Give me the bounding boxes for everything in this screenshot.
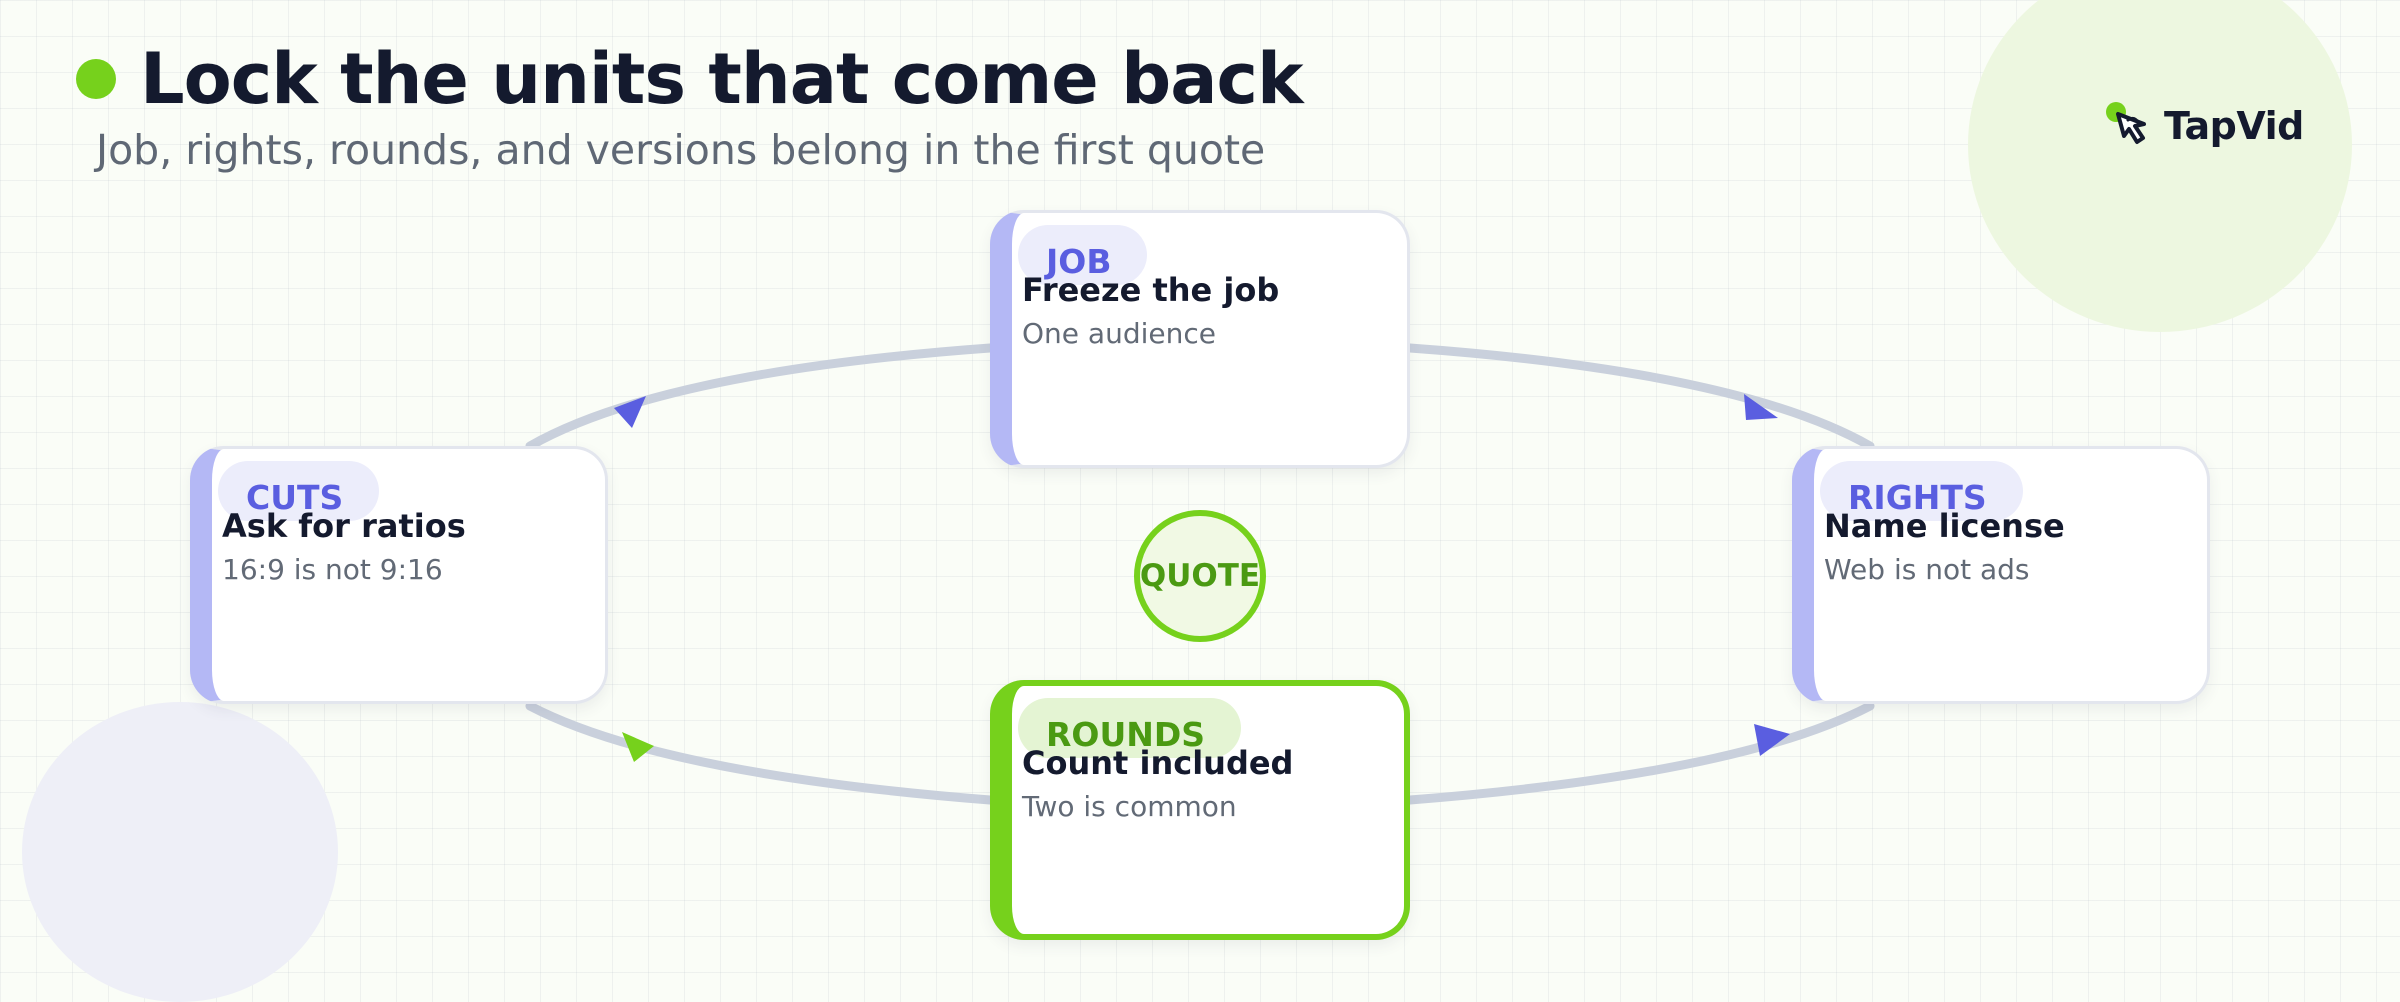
node-tag-rights: RIGHTS [1820, 461, 2023, 521]
node-tag-rounds: ROUNDS [1018, 698, 1242, 758]
background-circle-green [1968, 0, 2352, 332]
title-row: Lock the units that come back [76, 38, 1304, 120]
node-desc-cuts: 16:9 is not 9:16 [222, 553, 443, 586]
node-desc-rounds: Two is common [1022, 790, 1237, 823]
connector-cuts-job [525, 343, 995, 451]
arrow-into-job [614, 396, 646, 428]
background-circle-lilac [22, 702, 338, 1002]
connector-job-rights [1405, 343, 1875, 451]
logo-text: TapVid [2164, 104, 2304, 148]
hub-quote: QUOTE [1134, 510, 1266, 642]
node-desc-job: One audience [1022, 317, 1216, 350]
cycle-connectors [525, 343, 1875, 805]
page-subtitle: Job, rights, rounds, and versions belong… [96, 126, 1266, 174]
node-title-rights: Name license [1824, 507, 2065, 545]
arrow-into-rounds [1754, 724, 1790, 756]
node-card-rounds[interactable]: ROUNDS Count included Two is common [990, 680, 1410, 940]
node-card-job[interactable]: JOB Freeze the job One audience [990, 210, 1410, 468]
node-title-cuts: Ask for ratios [222, 507, 466, 545]
node-card-cuts[interactable]: CUTS Ask for ratios 16:9 is not 9:16 [190, 446, 608, 704]
node-title-rounds: Count included [1022, 744, 1294, 782]
node-tag-cuts: CUTS [218, 461, 380, 521]
arrow-into-rights [1744, 394, 1778, 420]
brand-logo: TapVid [2104, 98, 2304, 154]
page-title: Lock the units that come back [140, 38, 1304, 120]
pointer-hand-icon [2104, 98, 2160, 154]
connector-rounds-cuts [525, 701, 995, 805]
node-tag-job: JOB [1018, 225, 1148, 285]
node-desc-rights: Web is not ads [1824, 553, 2030, 586]
node-title-job: Freeze the job [1022, 271, 1280, 309]
node-card-rights[interactable]: RIGHTS Name license Web is not ads [1792, 446, 2210, 704]
title-bullet-dot [76, 59, 116, 99]
connector-rights-rounds [1405, 701, 1875, 805]
arrow-into-cuts [622, 732, 654, 762]
